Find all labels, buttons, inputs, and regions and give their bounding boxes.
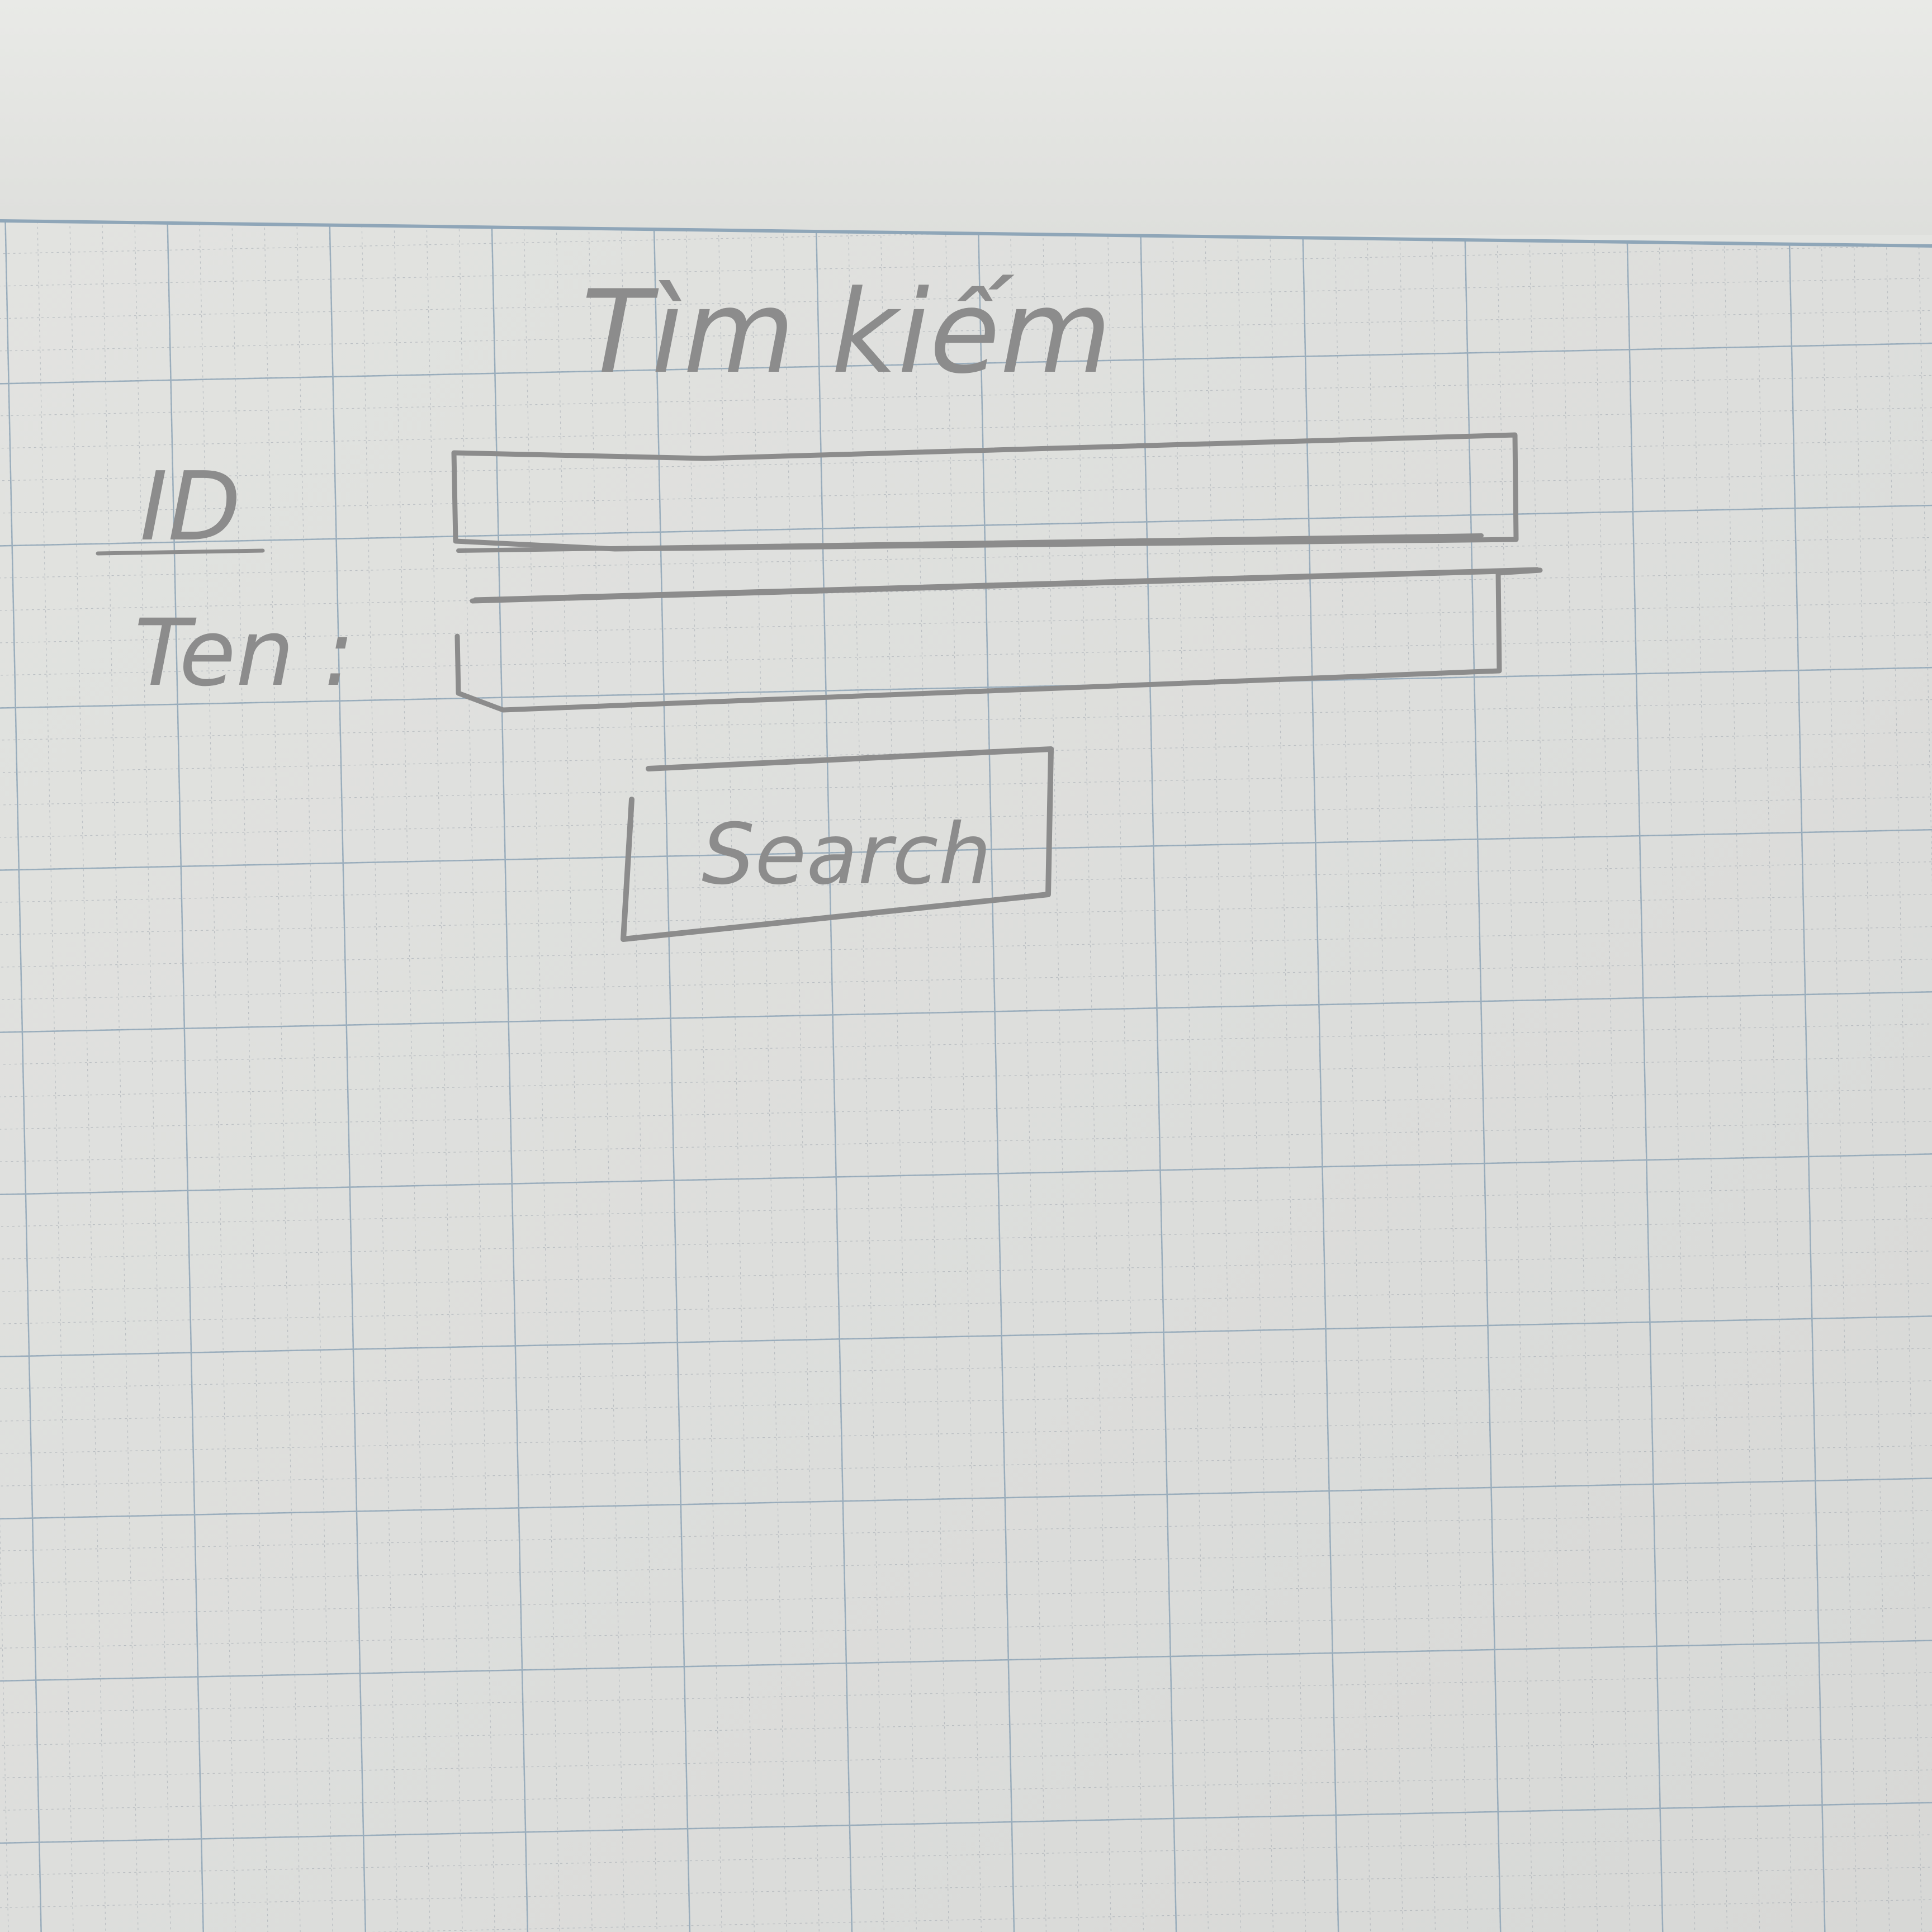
id-input[interactable] <box>451 432 1519 552</box>
search-button[interactable] <box>621 746 1054 942</box>
name-input-topline <box>473 567 1540 602</box>
id-input-underline <box>456 533 1484 553</box>
grid-sheet <box>0 219 1932 1932</box>
page-title: Tìm kiếm <box>581 266 1112 399</box>
name-label: Ten : <box>134 599 355 707</box>
id-label: ID <box>140 452 241 562</box>
name-input[interactable] <box>454 567 1543 713</box>
search-button-label: Search <box>702 806 992 903</box>
paper-top-margin <box>0 0 1932 235</box>
id-label-underline <box>96 548 265 556</box>
wireframe-sketch: Tìm kiếm ID Ten : Search <box>96 266 1543 942</box>
